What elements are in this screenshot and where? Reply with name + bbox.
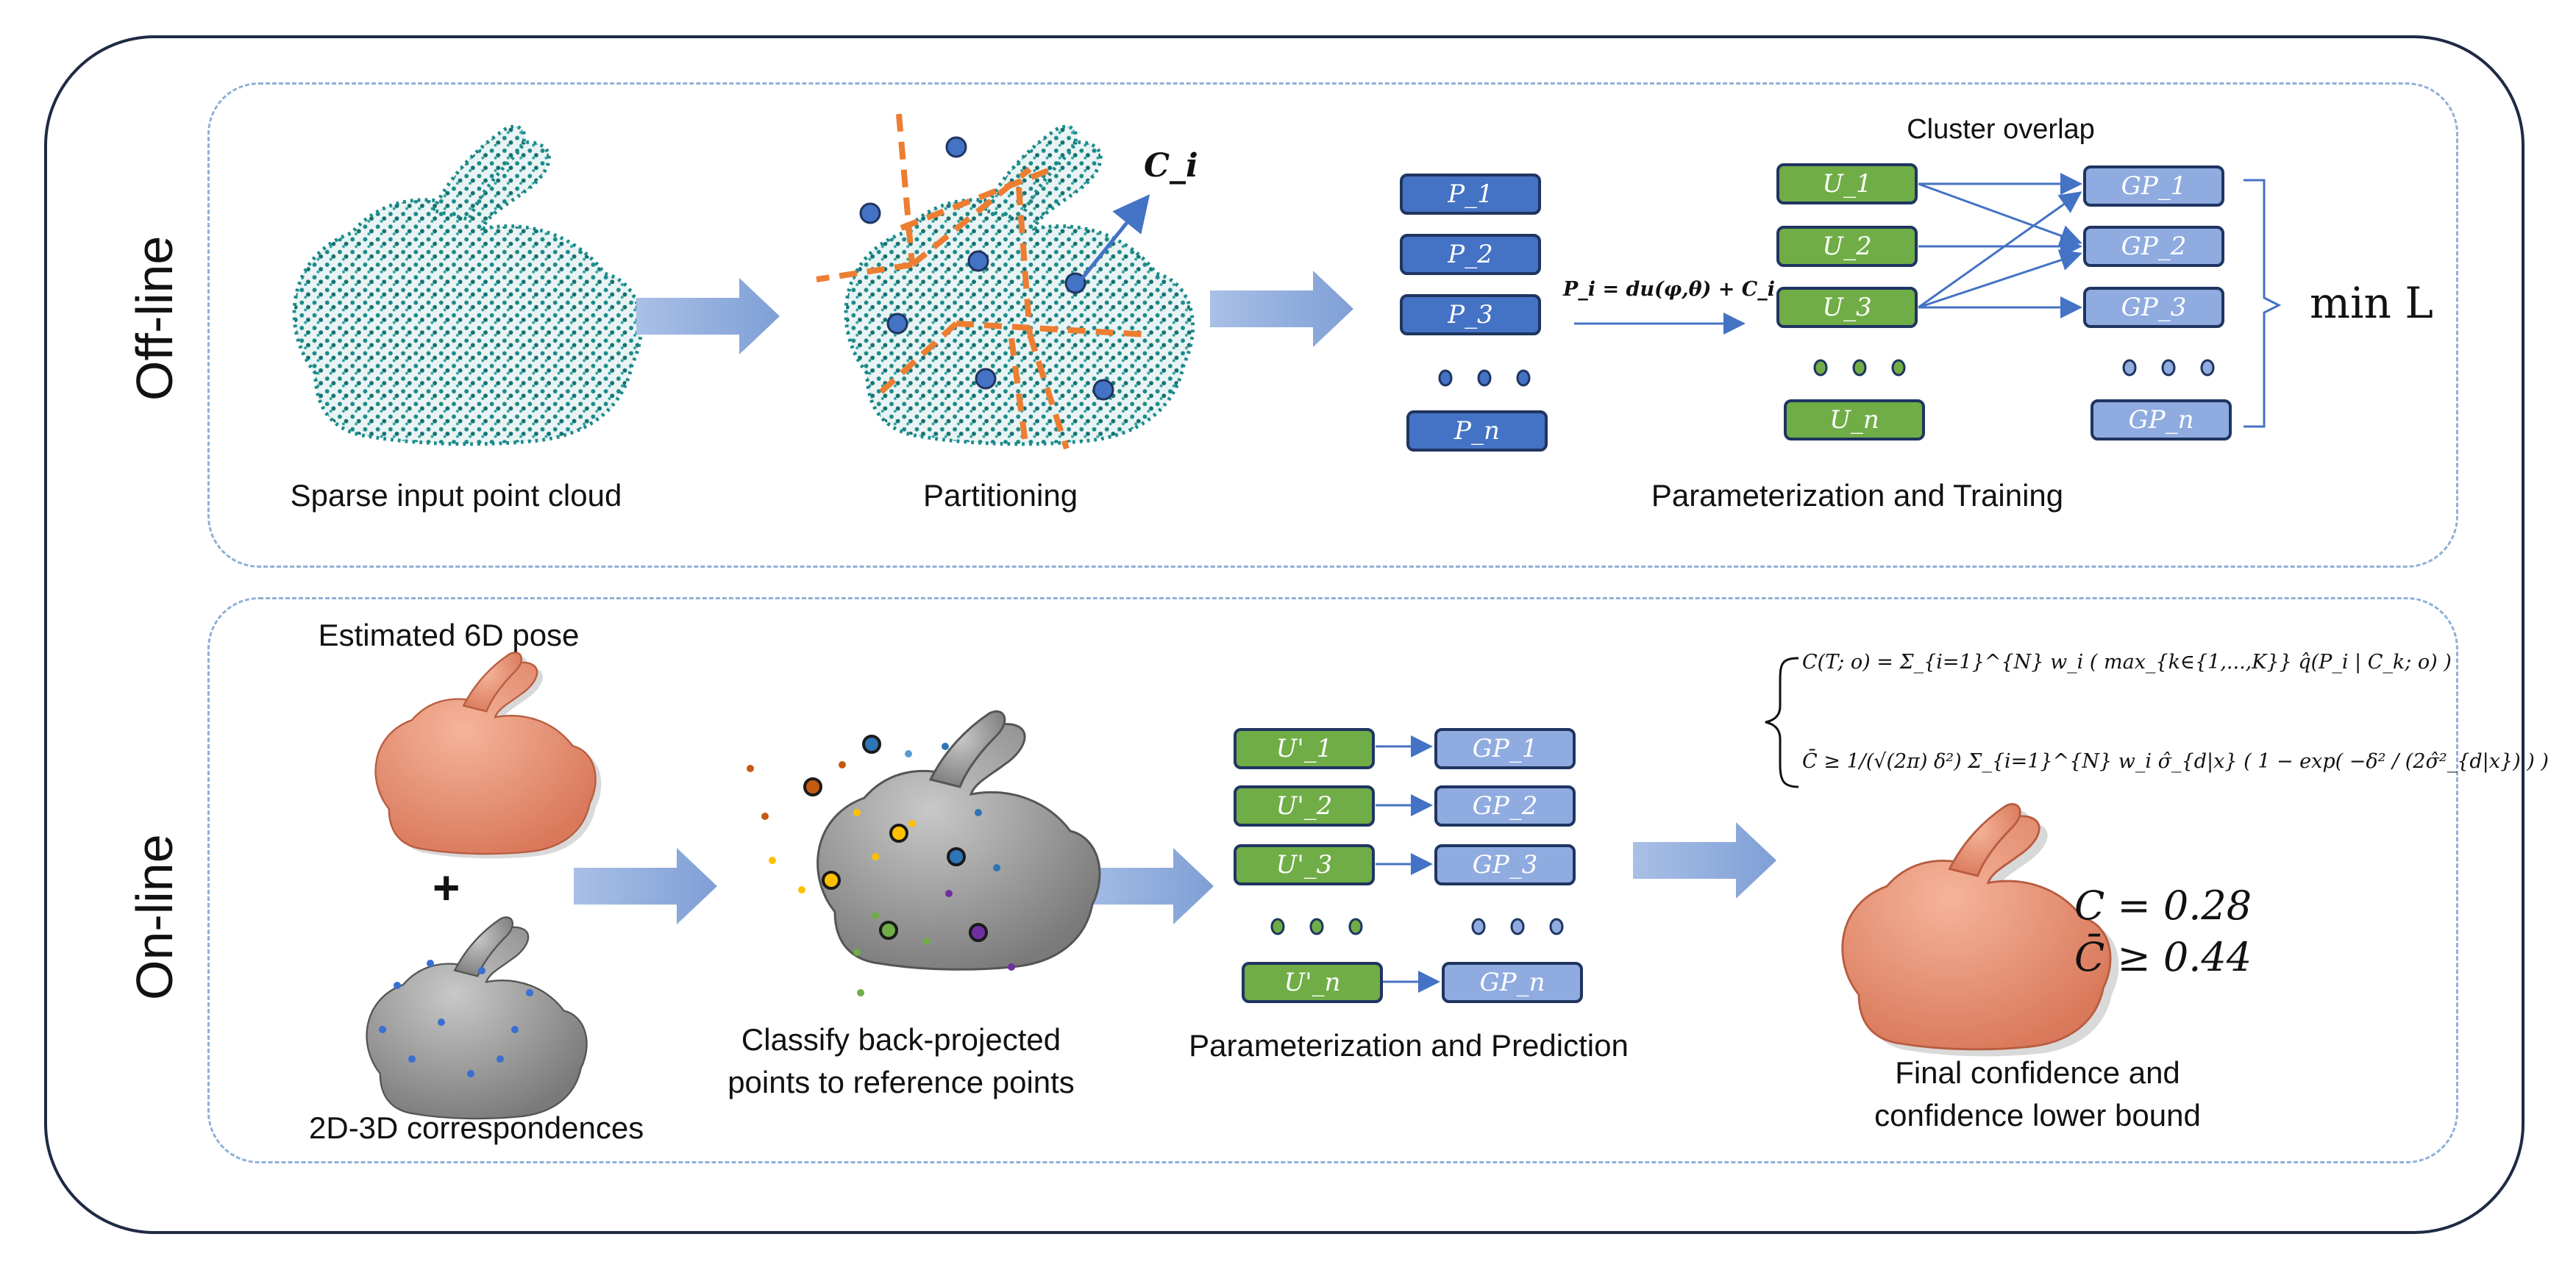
gp-online-box-1: GP_1 (1434, 728, 1576, 769)
big-arrows (574, 271, 1776, 924)
lower-bound-formula: C̄ ≥ 1/(√(2π) δ²) Σ_{i=1}^{N} w_i σ̂_{d|… (1802, 750, 2549, 773)
ellipsis-p (1438, 369, 1531, 387)
confidence-formula: C(T; o) = Σ_{i=1}^{N} w_i ( max_{k∈{1,..… (1802, 651, 2452, 674)
p-box-1: P_1 (1400, 174, 1541, 215)
ellipsis-gp (2122, 359, 2215, 377)
reference-points-colored (803, 735, 988, 942)
caption-partitioning: Partitioning (922, 478, 1078, 513)
ellipsis-gp-online (1471, 918, 1564, 935)
gp-box-3: GP_3 (2083, 287, 2224, 328)
reference-points (859, 136, 1114, 401)
u-box-3: U_3 (1776, 287, 1918, 328)
pose-bunny (374, 652, 602, 859)
caption-correspondences: 2D-3D correspondences (309, 1110, 644, 1145)
param-equation: P_i = du(φ,θ) + C_i (1563, 278, 1776, 301)
outer-frame (44, 35, 2525, 1234)
caption-param-prediction: Parameterization and Prediction (1189, 1028, 1629, 1063)
caption-final-confidence: Final confidence and confidence lower bo… (1874, 1055, 2201, 1133)
ellipsis-u (1813, 359, 1906, 377)
caption-classify: Classify back-projected points to refere… (727, 1022, 1075, 1099)
p-box-n: P_n (1406, 410, 1548, 452)
ellipsis-u-prime (1270, 918, 1363, 935)
caption-estimated-pose: Estimated 6D pose (318, 618, 580, 652)
u-prime-box-1: U'_1 (1234, 728, 1375, 769)
lower-bound-value: C̄ ≥ 0.44 (2074, 934, 2252, 980)
formula-brace (1765, 657, 1799, 788)
plus-sign: + (433, 861, 460, 914)
classify-bunny (816, 710, 1101, 971)
final-bunny (1841, 803, 2119, 1057)
u-box-n: U_n (1784, 399, 1925, 441)
caption-param-training: Parameterization and Training (1651, 478, 2064, 513)
u-prime-box-3: U'_3 (1234, 844, 1375, 885)
gp-online-box-3: GP_3 (1434, 844, 1576, 885)
u-prime-box-2: U'_2 (1234, 785, 1375, 827)
gp-box-n: GP_n (2091, 399, 2232, 441)
gp-online-box-2: GP_2 (1434, 785, 1576, 827)
gp-box-1: GP_1 (2083, 165, 2224, 207)
p-box-3: P_3 (1400, 294, 1541, 335)
online-panel (207, 597, 2458, 1163)
ci-label: C_i (1144, 147, 1198, 185)
cluster-overlap-label: Cluster overlap (1907, 114, 2095, 145)
min-loss-label: min L (2310, 278, 2433, 328)
u-prime-box-n: U'_n (1242, 962, 1383, 1003)
gp-box-2: GP_2 (2083, 226, 2224, 267)
brace (2244, 179, 2282, 428)
correspondence-points (379, 960, 533, 1077)
back-projected-points (747, 743, 1015, 996)
confidence-value: C = 0.28 (2074, 882, 2252, 929)
caption-point-cloud: Sparse input point cloud (290, 478, 622, 513)
gp-online-box-n: GP_n (1442, 962, 1583, 1003)
partition-lines (816, 113, 1148, 450)
ci-arrow (1080, 194, 1150, 281)
point-cloud-bunny (294, 126, 641, 444)
u-box-1: U_1 (1776, 163, 1918, 204)
offline-panel (207, 82, 2458, 568)
correspondence-bunny (366, 916, 588, 1120)
u-gp-connections (1918, 173, 2082, 318)
u-box-2: U_2 (1776, 226, 1918, 267)
p-box-2: P_2 (1400, 234, 1541, 275)
u-prime-gp-arrows (1376, 735, 1440, 993)
